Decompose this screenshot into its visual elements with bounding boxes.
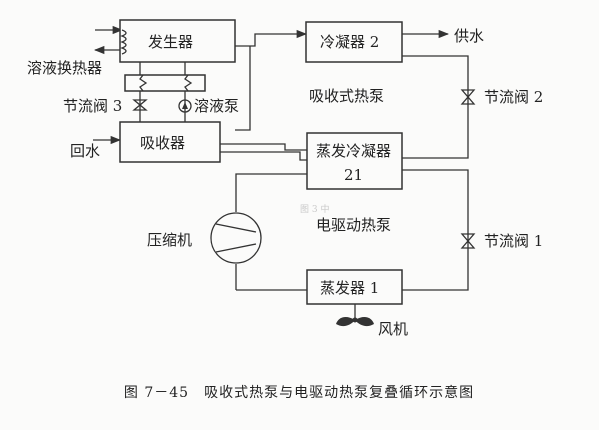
electric-heat-pump-label: 电驱动热泵 [316, 216, 391, 234]
compressor-label: 压缩机 [147, 231, 192, 249]
fan-label: 风机 [378, 320, 408, 338]
pipe-lines [93, 25, 469, 318]
throttle2-valve-icon [460, 89, 476, 105]
supply-water-label: 供水 [454, 27, 484, 45]
throttle3-valve-icon [132, 99, 148, 111]
solution-pump-label: 溶液泵 [194, 97, 239, 115]
throttle1-label: 节流阀 1 [484, 232, 543, 250]
heat-exchanger-label: 溶液换热器 [27, 59, 102, 77]
absorption-heat-pump-label: 吸收式热泵 [309, 87, 384, 105]
condenser2-label: 冷凝器 2 [320, 33, 379, 51]
throttle3-label: 节流阀 3 [63, 97, 122, 115]
evap-condenser-box: 蒸发冷凝器 21 [306, 132, 403, 190]
generator-label: 发生器 [148, 33, 193, 51]
evap-condenser-label-line1: 蒸发冷凝器 [316, 142, 391, 160]
evaporator1-box: 蒸发器 1 [306, 269, 403, 305]
return-water-label: 回水 [70, 142, 100, 160]
condenser2-box: 冷凝器 2 [305, 21, 403, 63]
watermark: 图 3 中 [300, 203, 329, 215]
absorber-box: 吸收器 [119, 121, 221, 163]
figure-caption: 图 7－45 吸收式热泵与电驱动热泵复叠循环示意图 [124, 384, 474, 401]
evap-condenser-label-line2: 21 [344, 166, 363, 184]
fan-icon [336, 317, 374, 327]
compressor-icon [210, 212, 262, 264]
absorber-label: 吸收器 [140, 134, 185, 152]
evaporator1-label: 蒸发器 1 [320, 279, 379, 297]
heat-exchanger-box [124, 74, 206, 92]
throttle2-label: 节流阀 2 [484, 88, 543, 106]
generator-box: 发生器 [119, 19, 236, 63]
coil-icon [120, 29, 127, 55]
solution-pump-icon [178, 99, 192, 113]
throttle1-valve-icon [460, 233, 476, 249]
